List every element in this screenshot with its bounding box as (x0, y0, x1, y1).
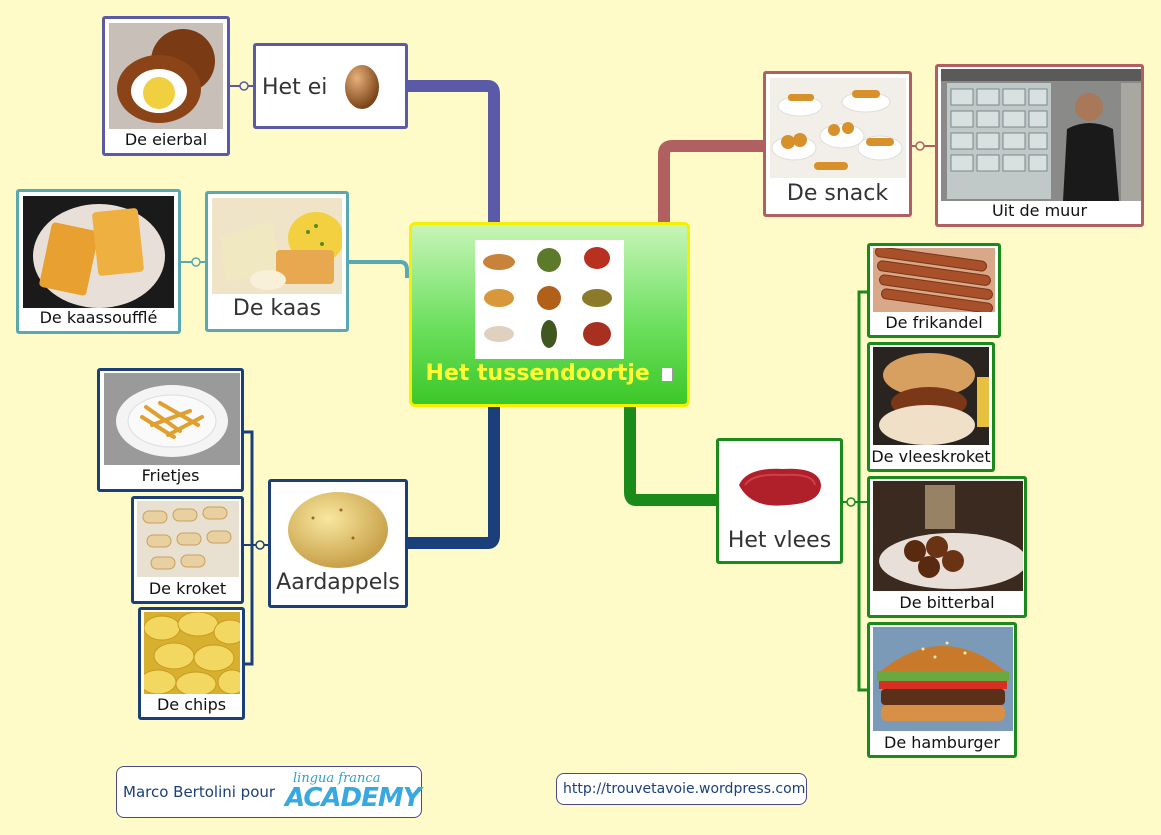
academy-logo-small-text: lingua franca (293, 771, 381, 786)
subtopic-de-frikandel-label: De frikandel (885, 313, 983, 332)
bitterbal-image (873, 481, 1023, 591)
topic-het-vlees-label: Het vlees (727, 528, 832, 553)
subtopic-de-eierbal[interactable]: De eierbal (102, 16, 230, 156)
subtopic-de-hamburger-label: De hamburger (884, 733, 1000, 752)
subtopic-frietjes-label: Frietjes (141, 466, 200, 485)
egg-icon (345, 65, 379, 109)
note-icon[interactable] (661, 366, 674, 382)
topic-aardappels[interactable]: Aardappels (268, 479, 408, 608)
credit-box: Marco Bertolini pour lingua franca ACADE… (116, 766, 422, 818)
hamburger-image (873, 627, 1013, 731)
subtopic-de-eierbal-label: De eierbal (124, 130, 208, 149)
snack-image (770, 78, 906, 178)
subtopic-de-bitterbal[interactable]: De bitterbal (867, 476, 1027, 618)
academy-logo: lingua franca ACADEMY (285, 771, 422, 815)
frietjes-image (104, 373, 240, 465)
subtopic-de-hamburger[interactable]: De hamburger (867, 622, 1017, 758)
subtopic-de-vleeskroket-label: De vleeskroket (871, 447, 991, 466)
subtopic-de-kaassouffle[interactable]: De kaassoufflé (16, 189, 181, 334)
potato-icon (288, 492, 388, 568)
kaassouffle-image (23, 196, 174, 308)
kroket-image (137, 501, 239, 577)
topic-het-ei-label: Het ei (262, 75, 328, 100)
topic-de-snack-label: De snack (786, 181, 889, 206)
credit-text: Marco Bertolini pour (123, 783, 276, 801)
topic-de-kaas-label: De kaas (232, 296, 322, 321)
subtopic-de-chips-label: De chips (156, 695, 227, 714)
cheese-image (212, 198, 342, 294)
eierbal-image (109, 23, 223, 129)
subtopic-de-frikandel[interactable]: De frikandel (867, 243, 1001, 338)
topic-aardappels-label: Aardappels (276, 570, 400, 595)
subtopic-frietjes[interactable]: Frietjes (97, 368, 244, 492)
subtopic-de-vleeskroket[interactable]: De vleeskroket (867, 342, 995, 472)
steak-icon (739, 468, 821, 506)
subtopic-de-kaassouffle-label: De kaassoufflé (39, 308, 158, 327)
topic-de-snack[interactable]: De snack (763, 71, 912, 217)
subtopic-de-chips[interactable]: De chips (138, 607, 245, 720)
subtopic-de-kroket-label: De kroket (148, 579, 227, 598)
url-link[interactable]: http://trouvetavoie.wordpress.com (563, 781, 806, 797)
academy-logo-big-text: ACADEMY (285, 783, 422, 813)
subtopic-uit-de-muur-label: Uit de muur (991, 201, 1088, 220)
topic-het-vlees[interactable]: Het vlees (716, 438, 843, 564)
vleeskroket-image (873, 347, 989, 445)
url-box[interactable]: http://trouvetavoie.wordpress.com (556, 773, 807, 805)
snacks-collage (475, 240, 624, 359)
topic-het-ei[interactable]: Het ei (253, 43, 408, 129)
central-topic-title: Het tussendoortje (412, 361, 687, 386)
subtopic-uit-de-muur[interactable]: Uit de muur (935, 64, 1144, 227)
uit-de-muur-image (941, 69, 1141, 201)
chips-image (144, 612, 240, 694)
subtopic-de-kroket[interactable]: De kroket (131, 496, 244, 604)
frikandel-image (873, 248, 995, 312)
topic-de-kaas[interactable]: De kaas (205, 191, 349, 332)
subtopic-de-bitterbal-label: De bitterbal (899, 593, 995, 612)
central-topic[interactable]: Het tussendoortje (409, 222, 690, 407)
